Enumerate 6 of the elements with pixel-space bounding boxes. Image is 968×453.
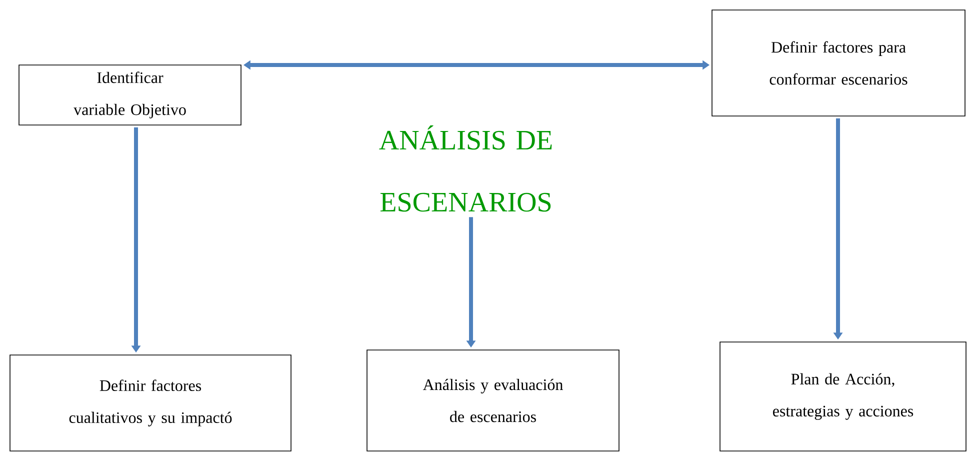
process-box: Plan de Acción, estrategias y acciones bbox=[720, 342, 966, 452]
process-box: Definir factores cualitativos y su impactó bbox=[10, 354, 292, 452]
process-box: Identificar variable Objetivo bbox=[18, 64, 242, 126]
process-box: Definir factores para conformar escenarios bbox=[712, 10, 966, 116]
title-text: ANÁLISIS DE ESCENARIOS bbox=[379, 125, 552, 212]
process-box: Análisis y evaluación de escenarios bbox=[366, 350, 620, 452]
